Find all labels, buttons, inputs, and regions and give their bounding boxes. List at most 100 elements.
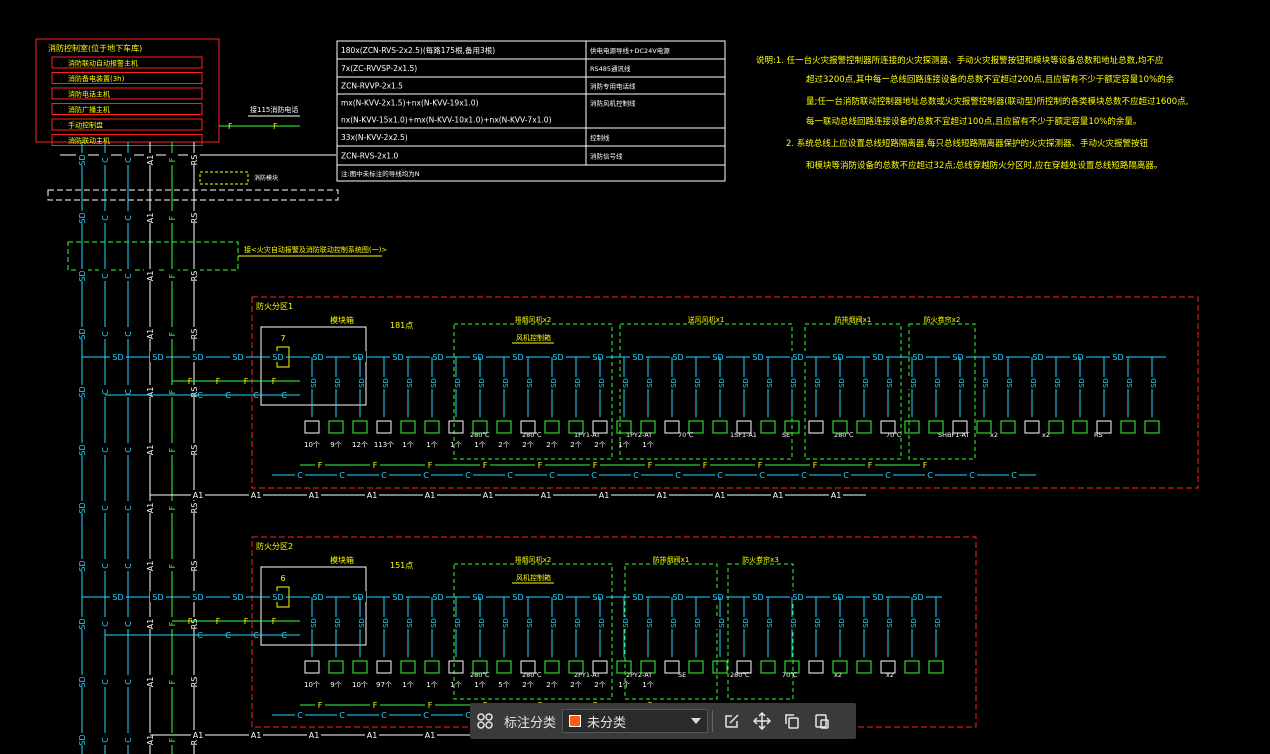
sd-label: SD	[592, 593, 603, 602]
drop-label-bg	[691, 617, 701, 629]
trunk-label-bg	[144, 443, 156, 455]
c-label-bg	[799, 470, 809, 480]
drop-label-bg	[595, 377, 605, 389]
trunk-label-bg	[76, 385, 88, 397]
drop-label: SD	[862, 378, 870, 388]
drop-label-bg	[859, 617, 869, 629]
device-count: 1个	[426, 681, 437, 689]
device-tag: RS	[1094, 431, 1103, 439]
grid-icon[interactable]	[470, 706, 500, 736]
device-tag: SHBF1-AT	[938, 431, 969, 439]
c-label: C	[801, 471, 807, 480]
drop-label: SD	[526, 378, 534, 388]
drop-label-bg	[523, 617, 533, 629]
drop-label-bg	[907, 617, 917, 629]
a1-label: A1	[367, 491, 378, 500]
sd-label-bg	[950, 351, 966, 362]
drop-label: SD	[550, 618, 558, 628]
sd-label-bg	[870, 351, 886, 362]
c-label: C	[225, 631, 231, 640]
a1-label-bg	[655, 490, 669, 500]
sd-label: SD	[472, 353, 483, 362]
drop-label: SD	[646, 378, 654, 388]
device-count: 5个	[498, 681, 509, 689]
fire-zone-count: 151点	[390, 561, 413, 570]
drop-label: SD	[838, 378, 846, 388]
trunk-label-bg	[122, 501, 134, 513]
sd-label-bg	[1070, 351, 1086, 362]
drop-label: SD	[574, 618, 582, 628]
sd-label: SD	[112, 593, 123, 602]
sd-label-bg	[110, 351, 126, 362]
trunk-label: F	[168, 215, 177, 220]
trunk-label: SD	[78, 154, 87, 165]
drop-label-bg	[715, 377, 725, 389]
move-icon[interactable]	[747, 706, 777, 736]
trunk-label: F	[168, 157, 177, 162]
device-symbol	[808, 660, 824, 674]
c-label-bg	[967, 470, 977, 480]
drop-label: SD	[454, 378, 462, 388]
drop-label: SD	[454, 618, 462, 628]
device-count: 2个	[546, 441, 557, 449]
trunk-label-bg	[188, 617, 200, 629]
trunk-label-bg	[144, 269, 156, 281]
control-room-item-box	[51, 72, 203, 84]
copy-icon[interactable]	[777, 706, 807, 736]
sd-label: SD	[192, 353, 203, 362]
device-symbol	[880, 660, 896, 674]
trunk-label-bg	[122, 153, 134, 165]
c-label: C	[465, 711, 471, 720]
trunk-label: RS	[190, 677, 199, 688]
trunk-label: C	[124, 157, 133, 163]
drop-label: SD	[358, 378, 366, 388]
sd-label-bg	[790, 591, 806, 602]
device-symbol	[376, 420, 392, 434]
drop-label: SD	[574, 378, 582, 388]
device-symbol	[1000, 420, 1016, 434]
trunk-label-bg	[188, 675, 200, 687]
category-select[interactable]: 未分类	[562, 709, 709, 733]
sd-label-bg	[390, 351, 406, 362]
sd-label-bg	[910, 351, 926, 362]
device-symbol	[496, 660, 512, 674]
sd-label: SD	[1112, 353, 1123, 362]
f-label: F	[272, 617, 277, 626]
device-tag: SE	[678, 671, 686, 679]
sd-label: SD	[992, 353, 1003, 362]
device-symbol	[448, 420, 464, 434]
a1-label-bg	[713, 490, 727, 500]
f-label-bg	[315, 460, 325, 470]
trunk-label: C	[101, 157, 110, 163]
table-desc: 供电电源导线+DC24V电源	[590, 46, 670, 55]
module-panel	[260, 326, 367, 406]
device-tag: 280℃	[730, 671, 750, 679]
sd-label-bg	[310, 351, 326, 362]
drop-label: SD	[910, 618, 918, 628]
sd-label-bg	[390, 591, 406, 602]
drop-label-bg	[763, 377, 773, 389]
trunk-label-bg	[188, 269, 200, 281]
device-group-label: 防排烟阀x1	[653, 555, 690, 564]
c-label: C	[717, 471, 723, 480]
drop-label: SD	[886, 618, 894, 628]
drop-label-bg	[787, 377, 797, 389]
trunk-label: A1	[146, 155, 155, 166]
paste-icon[interactable]	[807, 706, 837, 736]
drop-label: SD	[406, 618, 414, 628]
a1-label: A1	[773, 491, 784, 500]
c-label-bg	[883, 470, 893, 480]
a1-label-bg	[423, 490, 437, 500]
sd-label: SD	[352, 593, 363, 602]
drop-label-bg	[763, 617, 773, 629]
sd-label: SD	[312, 353, 323, 362]
trunk-label-bg	[122, 269, 134, 281]
c-label-bg	[841, 470, 851, 480]
category-label: 标注分类	[504, 715, 557, 731]
drop-label: SD	[550, 378, 558, 388]
drop-label-bg	[1027, 377, 1037, 389]
c-label: C	[281, 391, 287, 400]
edit-icon[interactable]	[717, 706, 747, 736]
module-panel-label: 模块箱	[330, 315, 354, 325]
